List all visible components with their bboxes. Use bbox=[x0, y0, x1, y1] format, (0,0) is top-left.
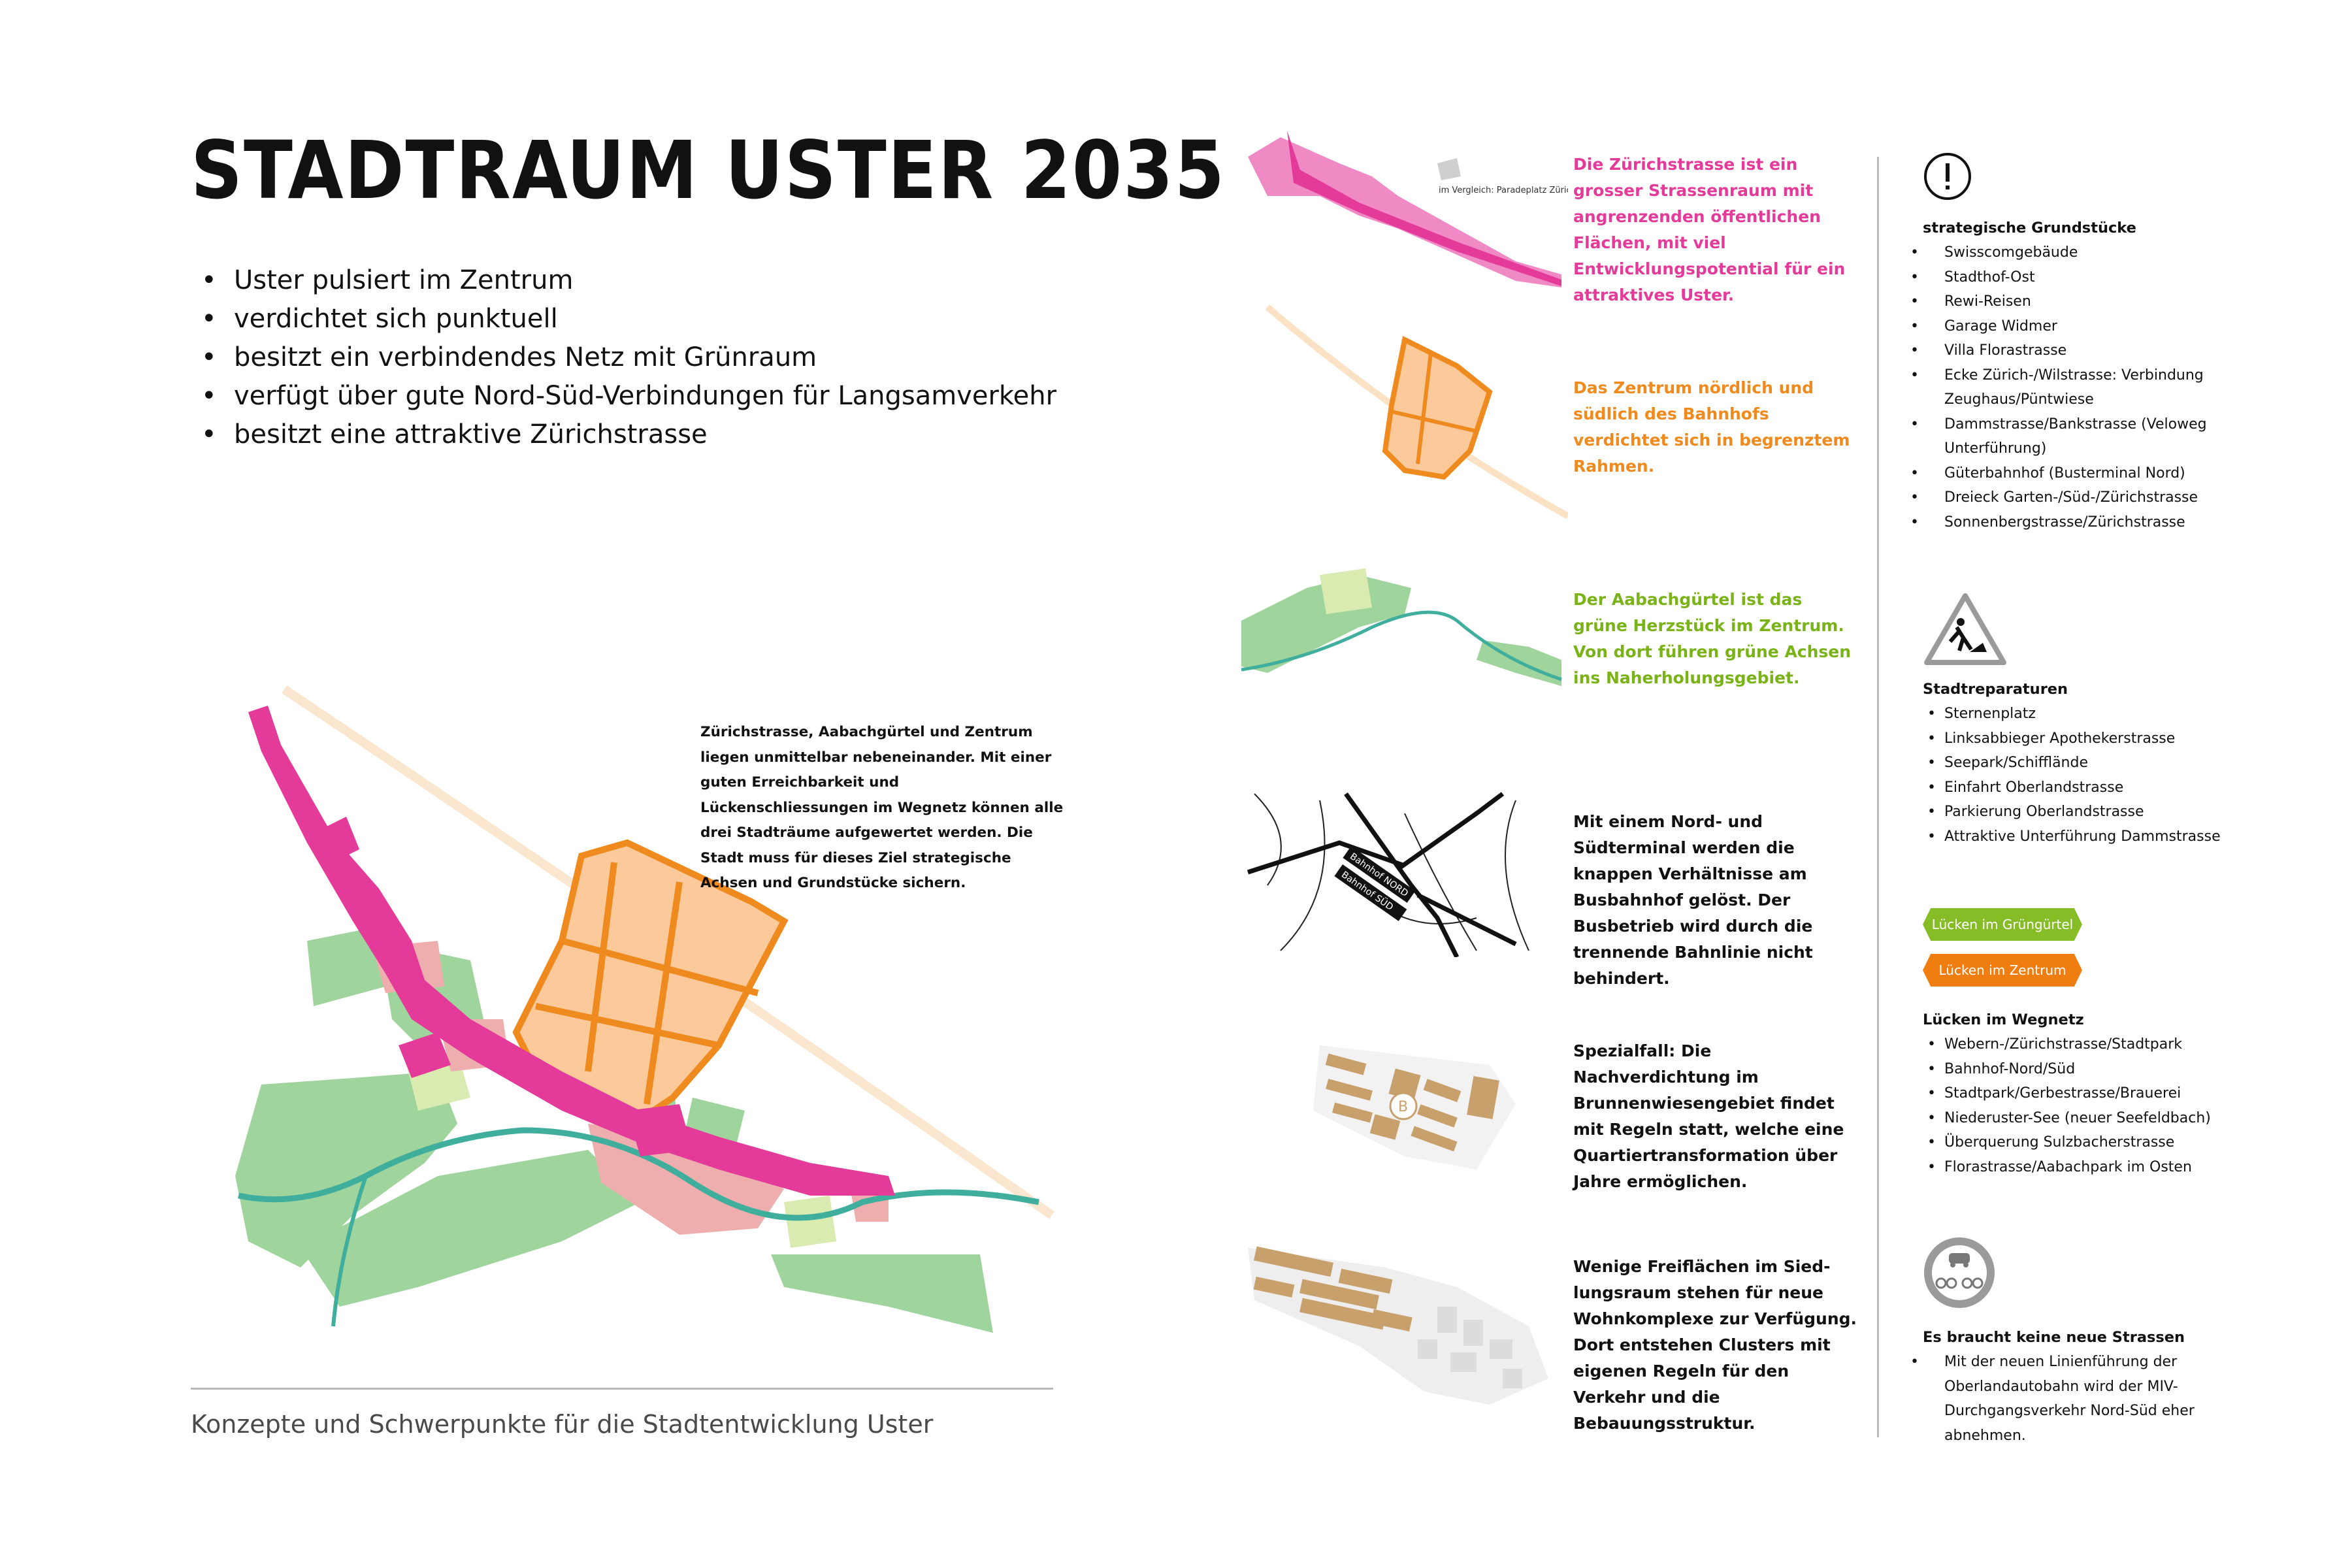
list-item: Ecke Zürich-/Wilstrasse: Verbindung Zeug… bbox=[1927, 363, 2251, 412]
list-item: Webern-/Zürichstrasse/Stadtpark bbox=[1927, 1032, 2211, 1057]
list-item: Sternenplatz bbox=[1927, 702, 2221, 727]
aabachguertel-map bbox=[1241, 568, 1562, 686]
list-item: Seepark/Schifflände bbox=[1927, 751, 2221, 776]
list-item: Dammstrasse/Bankstrasse (Veloweg Unterfü… bbox=[1927, 412, 2251, 461]
concept-text-zuerichstrasse: Die Zürichstrasse ist ein grosser Strass… bbox=[1573, 155, 1846, 304]
list-item: Stadthof-Ost bbox=[1927, 265, 2251, 290]
list-item: Mit der neuen Linienführung der Oberland… bbox=[1927, 1350, 2219, 1448]
list-item: Florastrasse/Aabachpark im Osten bbox=[1927, 1155, 2211, 1180]
intro-bullet: verdichtet sich punktuell bbox=[196, 300, 1056, 338]
footer-divider bbox=[191, 1388, 1053, 1390]
list-item: Einfahrt Oberlandstrasse bbox=[1927, 776, 2221, 800]
main-concept-map bbox=[235, 685, 1055, 1333]
bus-terminal-map: Bahnhof NORD Bahnhof SÜD bbox=[1247, 792, 1529, 957]
page-title: STADTRAUM USTER 2035 bbox=[191, 124, 1226, 217]
list-item: Attraktive Unterführung Dammstrasse bbox=[1927, 825, 2221, 849]
list-item: Niederuster-See (neuer Seefeldbach) bbox=[1927, 1106, 2211, 1131]
list-item: Sonnenbergstrasse/Zürichstrasse bbox=[1927, 510, 2251, 535]
strategic-parcels-heading: strategische Grundstücke bbox=[1923, 220, 2136, 237]
no-motor-vehicles-sign-icon bbox=[1924, 1237, 1995, 1308]
inset-label: im Vergleich: Paradeplatz Zürich bbox=[1439, 186, 1568, 195]
list-item: Bahnhof-Nord/Süd bbox=[1927, 1057, 2211, 1082]
list-item: Überquerung Sulzbacherstrasse bbox=[1927, 1130, 2211, 1155]
intro-bullet: verfügt über gute Nord-Süd-Verbindungen … bbox=[196, 377, 1056, 416]
green-belt-gaps-tag: Lücken im Grüngürtel bbox=[1923, 908, 2082, 941]
list-item: Garage Widmer bbox=[1927, 314, 2251, 339]
zuerichstrasse-axis bbox=[248, 706, 895, 1196]
sidebar-divider bbox=[1877, 157, 1879, 1437]
housing-clusters-map bbox=[1248, 1246, 1548, 1405]
list-item: Rewi-Reisen bbox=[1927, 289, 2251, 314]
brunnenwiesen-map: B bbox=[1313, 1045, 1516, 1169]
path-gaps-heading: Lücken im Wegnetz bbox=[1923, 1011, 2084, 1028]
list-item: Dreieck Garten-/Süd-/Zürichstrasse bbox=[1927, 485, 2251, 510]
intro-bullet: besitzt ein verbindendes Netz mit Grünra… bbox=[196, 338, 1056, 377]
creek-branch-line bbox=[331, 1175, 368, 1327]
zuerichstrasse-map: im Vergleich: Paradeplatz Zürich bbox=[1248, 131, 1568, 287]
footer-caption: Konzepte und Schwerpunkte für die Stadte… bbox=[191, 1410, 934, 1439]
list-item: Linksabbieger Apothekerstrasse bbox=[1927, 727, 2221, 751]
concept-text-zentrum: Das Zentrum nördlich und südlich des Bah… bbox=[1573, 378, 1850, 476]
list-item: Stadtpark/Gerbestrasse/Brauerei bbox=[1927, 1081, 2211, 1106]
intro-bullet-list: Uster pulsiert im Zentrum verdichtet sic… bbox=[196, 261, 1056, 454]
no-roads-heading: Es braucht keine neue Strassen bbox=[1923, 1329, 2185, 1346]
concept-text-brunnenwiesen: Spezialfall: Die Nachverdichtung im Brun… bbox=[1573, 1041, 1844, 1191]
list-item: Swisscomgebäude bbox=[1927, 240, 2251, 265]
center-gaps-tag: Lücken im Zentrum bbox=[1923, 954, 2082, 987]
list-item: Villa Florastrasse bbox=[1927, 338, 2251, 363]
brunnenwiesen-marker: B bbox=[1398, 1099, 1408, 1115]
repairs-heading: Stadtreparaturen bbox=[1923, 681, 2068, 698]
concept-text-busterminal: Mit einem Nord- und Südterminal werden d… bbox=[1573, 812, 1813, 988]
creek-line bbox=[238, 1127, 1039, 1221]
intro-bullet: Uster pulsiert im Zentrum bbox=[196, 261, 1056, 300]
exclamation-icon bbox=[1924, 153, 1971, 200]
repairs-list: Sternenplatz Linksabbieger Apothekerstra… bbox=[1927, 702, 2221, 849]
list-item: Parkierung Oberlandstrasse bbox=[1927, 800, 2221, 825]
map-note-text: Zürichstrasse, Aabachgürtel und Zentrum … bbox=[700, 724, 1064, 891]
no-roads-list: Mit der neuen Linienführung der Oberland… bbox=[1927, 1350, 2219, 1448]
path-gaps-list: Webern-/Zürichstrasse/Stadtpark Bahnhof-… bbox=[1927, 1032, 2211, 1179]
center-map bbox=[1265, 304, 1568, 519]
concept-text-aabachguertel: Der Aabachgürtel ist das grüne Herzstück… bbox=[1573, 590, 1852, 687]
paradeplatz-comparison-inset: im Vergleich: Paradeplatz Zürich bbox=[1437, 158, 1568, 195]
intro-bullet: besitzt eine attraktive Zürichstrasse bbox=[196, 416, 1056, 454]
list-item: Güterbahnhof (Busterminal Nord) bbox=[1927, 461, 2251, 486]
roadworks-sign-icon bbox=[1924, 593, 2006, 665]
strategic-parcels-list: Swisscomgebäude Stadthof-Ost Rewi-Reisen… bbox=[1927, 240, 2251, 534]
concept-text-housing-clusters: Wenige Freiflächen im Sied­lungsraum ste… bbox=[1573, 1257, 1857, 1433]
